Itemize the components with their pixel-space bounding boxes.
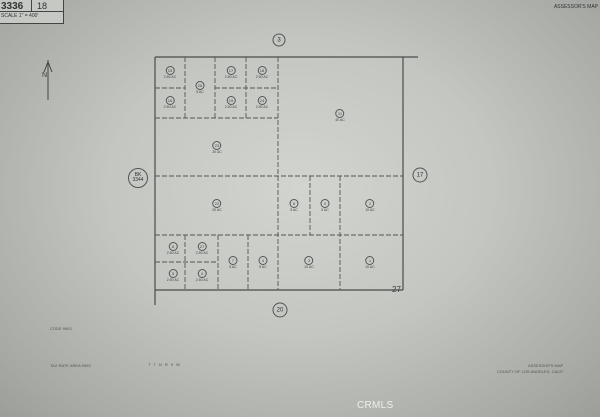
adjacent-page-right: 17 bbox=[412, 167, 428, 183]
county-label: COUNTY OF LOS ANGELES, CALIF. bbox=[497, 369, 564, 374]
parcel-area: 2.50 AC bbox=[255, 75, 269, 79]
parcel-area: 5 AC bbox=[290, 208, 298, 212]
parcel-number: 4 bbox=[197, 269, 207, 278]
adjacent-page-top: 3 bbox=[272, 33, 286, 47]
parcel-number: 7 bbox=[228, 256, 238, 265]
assessor-label: ASSESSOR'S MAP bbox=[528, 363, 564, 368]
divider bbox=[31, 0, 32, 11]
parcel-number: 4 bbox=[258, 256, 268, 265]
boundary-lines bbox=[154, 56, 418, 305]
adjacent-book-left: BK 3344 bbox=[128, 168, 148, 188]
parcel-number: 11 bbox=[335, 109, 345, 118]
code-note: CODE 9903 bbox=[50, 326, 72, 331]
parcel-number: 3 bbox=[304, 256, 314, 265]
parcel-area: 2.50 AC bbox=[224, 105, 238, 109]
north-label: N bbox=[42, 72, 48, 79]
parcel-area: 2.50 AC bbox=[163, 105, 177, 109]
parcel-area: 2.50 AC bbox=[166, 251, 180, 255]
parcel-number: 9 bbox=[320, 199, 330, 208]
parcel-area: 2.50 AC bbox=[195, 278, 209, 282]
parcel-number: 27 bbox=[197, 242, 207, 251]
parcel-area: 20 AC bbox=[212, 150, 222, 154]
tax-rate-note: TAX RATE AREA 9903 bbox=[50, 363, 91, 368]
parcel-area: 10 AC bbox=[365, 265, 375, 269]
parcel-number: 8 bbox=[289, 199, 299, 208]
top-right-note: ASSESSOR'S MAP bbox=[553, 4, 598, 10]
parcel-number: 15 bbox=[165, 66, 175, 75]
crmls-watermark: CRMLS bbox=[357, 400, 394, 411]
parcel-area: 2.50 AC bbox=[224, 75, 238, 79]
parcel-area: 5 AC bbox=[259, 265, 267, 269]
page-number: 18 bbox=[37, 1, 48, 11]
parcel-area: 10 AC bbox=[304, 265, 314, 269]
map-book-number: 3336 bbox=[1, 1, 24, 12]
parcel-area: 20 AC bbox=[212, 208, 222, 212]
corner-label: 27 bbox=[392, 285, 401, 294]
parcel-area: 5 AC bbox=[229, 265, 237, 269]
parcel-number: 6 bbox=[168, 242, 178, 251]
parcel-area: 5 AC bbox=[321, 208, 329, 212]
parcel-number: 24 bbox=[257, 96, 267, 105]
adjacent-page-bottom: 20 bbox=[272, 302, 288, 318]
parcel-number: 17 bbox=[226, 66, 236, 75]
parcel-number: 22 bbox=[212, 199, 222, 208]
scale-label: SCALE 1" = 400' bbox=[1, 13, 39, 19]
divider bbox=[0, 11, 63, 12]
parcel-number: 2 bbox=[365, 199, 375, 208]
parcel-number: 19 bbox=[226, 96, 236, 105]
parcel-number: 26 bbox=[195, 81, 205, 90]
parcel-area: 2.50 AC bbox=[195, 251, 209, 255]
parcel-lines bbox=[155, 57, 403, 290]
parcel-number: 16 bbox=[165, 96, 175, 105]
parcel-area: 5 AC bbox=[196, 90, 204, 94]
parcel-area: 40 AC bbox=[335, 118, 345, 122]
parcel-number: 18 bbox=[257, 66, 267, 75]
north-arrow-icon bbox=[43, 60, 53, 100]
parcel-number: 5 bbox=[168, 269, 178, 278]
parcel-number: 1 bbox=[365, 256, 375, 265]
parcel-area: 2.50 AC bbox=[163, 75, 177, 79]
parcel-area: 2.50 AC bbox=[255, 105, 269, 109]
parcel-number: 23 bbox=[212, 141, 222, 150]
parcel-area: 10 AC bbox=[365, 208, 375, 212]
township-label: T 7 N R 9 W bbox=[148, 362, 181, 367]
parcel-area: 2.50 AC bbox=[166, 278, 180, 282]
map-header-box: 3336 18 SCALE 1" = 400' bbox=[0, 0, 64, 24]
